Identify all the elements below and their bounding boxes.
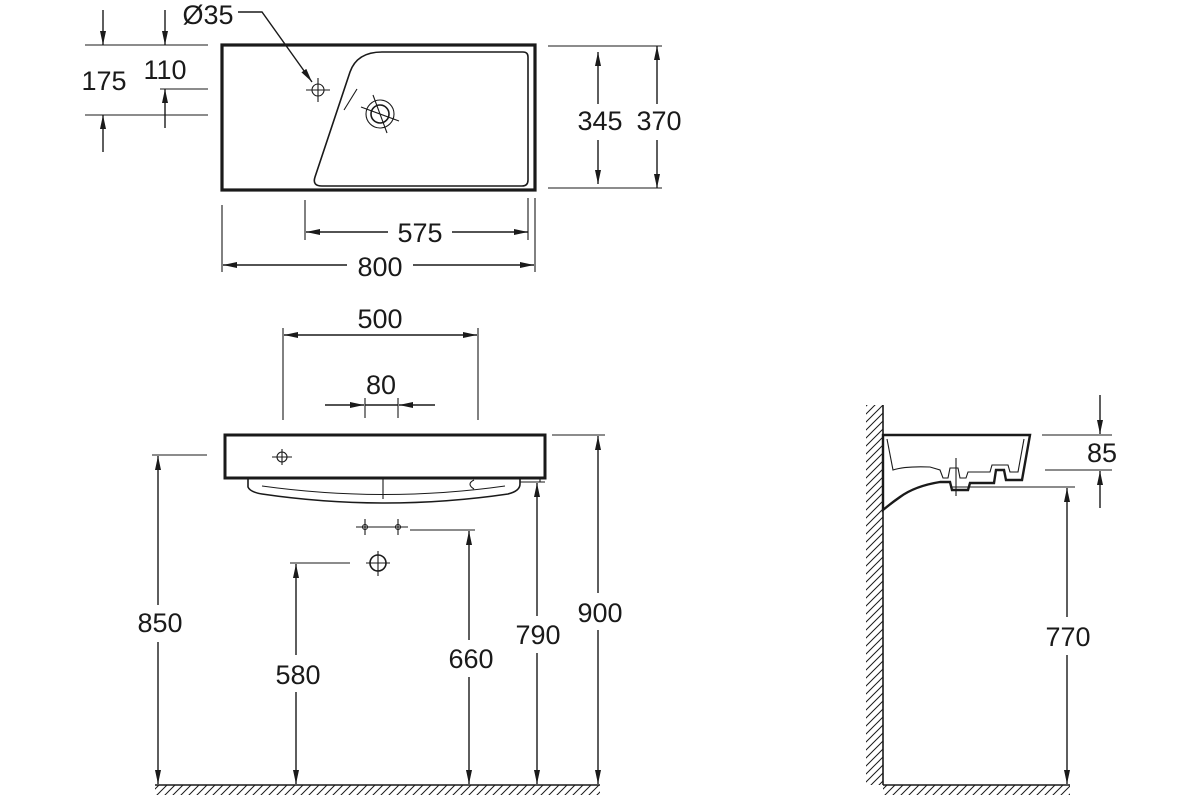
fixing-points-symbol: [356, 519, 408, 535]
top-outer-dimension-label: 500: [357, 304, 402, 334]
right-outer-dimension-label: 370: [636, 106, 681, 136]
tap-hole-symbol-front: [272, 449, 292, 465]
wall-hatch: [866, 405, 883, 785]
side-view: 85 770: [866, 395, 1117, 795]
left-inner-dimension-label: 110: [143, 55, 186, 85]
drain-offset-tick: [343, 88, 358, 111]
waste-outlet-symbol: [366, 551, 390, 576]
basin-underside-front: [247, 478, 521, 504]
height-right-dimension-label: 900: [577, 598, 622, 628]
hole-diameter-leader: [238, 11, 313, 83]
basin-outline-top: [220, 43, 537, 192]
hole-diameter-label: Ø35: [182, 0, 233, 30]
height-left-dimension-label: 850: [137, 608, 182, 638]
basin-profile-inner: [886, 438, 1025, 479]
height-a-dimension-label: 580: [275, 660, 320, 690]
rim-dimension-label: 85: [1087, 438, 1117, 468]
bottom-outer-dimension-label: 800: [357, 252, 402, 282]
top-view: Ø35 175 110 345 370 575 800: [81, 0, 681, 282]
basin-underside-inner: [261, 485, 506, 496]
side-height-dimension-label: 770: [1045, 622, 1090, 652]
top-inner-dimension-label: 80: [366, 370, 396, 400]
tap-hole-symbol: [306, 78, 330, 102]
bowl-outline-top: [313, 51, 529, 187]
height-c-dimension-label: 790: [515, 620, 560, 650]
floor-hatch: [155, 785, 600, 795]
left-outer-dimension-label: 175: [81, 66, 126, 96]
floor-hatch-side: [883, 785, 1070, 795]
front-view: 500 80: [137, 304, 623, 795]
bracket-mark: [469, 479, 475, 490]
drain-hole-symbol: [360, 94, 400, 134]
bottom-inner-dimension-label: 575: [397, 218, 442, 248]
height-b-dimension-label: 660: [448, 644, 493, 674]
right-inner-dimension-label: 345: [577, 106, 622, 136]
